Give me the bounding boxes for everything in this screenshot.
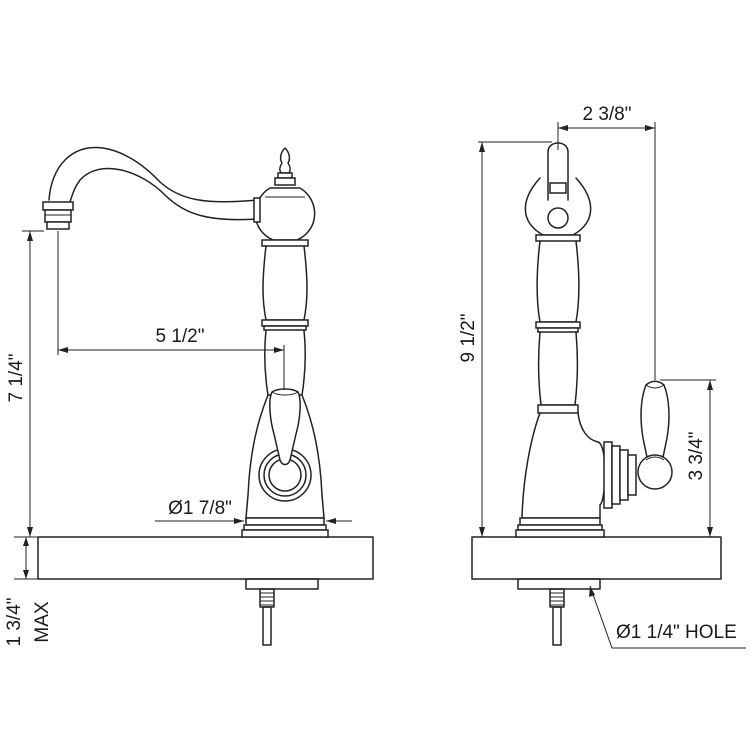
front-spout: [42, 146, 259, 230]
spout-height-label: 7 1/4": [6, 353, 27, 402]
hole-label: Ø1 1/4" HOLE: [616, 622, 737, 643]
front-body-column: [241, 239, 329, 538]
spout-reach-dimension: 5 1/2": [57, 231, 285, 390]
offset-dimension: 2 3/8": [557, 104, 656, 380]
hole-callout: Ø1 1/4" HOLE: [589, 585, 746, 649]
front-finial: [274, 147, 296, 186]
side-handle-hub: [603, 441, 637, 509]
front-view: 7 1/4" 5 1/2" Ø1 7/8" 1 3/4" MAX: [4, 146, 374, 647]
offset-label: 2 3/8": [582, 104, 631, 125]
front-handle: [258, 388, 312, 502]
max-deck-label: 1 3/4": [4, 597, 25, 646]
max-deck-dimension: 1 3/4" MAX: [4, 536, 53, 647]
front-body-globe: [253, 187, 316, 241]
base-diameter-dimension: Ø1 7/8": [155, 498, 352, 524]
spout-height-dimension: 7 1/4": [6, 230, 240, 538]
total-height-label: 9 1/2": [458, 313, 479, 362]
side-handle-lever: [637, 380, 673, 490]
side-body-column: [515, 234, 606, 538]
side-mounting-shank: [549, 588, 565, 646]
handle-height-dimension: 3 3/4": [660, 379, 716, 537]
side-view: 9 1/2" 2 3/8" 3 3/4" Ø1 1/4" HOLE: [458, 104, 746, 649]
spout-reach-label: 5 1/2": [155, 326, 204, 347]
total-height-dimension: 9 1/2": [458, 141, 552, 537]
max-suffix-label: MAX: [32, 601, 53, 643]
side-countertop: [471, 536, 722, 590]
side-spout-top: [547, 142, 569, 201]
base-diameter-label: Ø1 7/8": [168, 498, 232, 519]
front-mounting-shank: [259, 588, 275, 646]
handle-height-label: 3 3/4": [686, 431, 707, 480]
front-countertop: [37, 536, 374, 590]
